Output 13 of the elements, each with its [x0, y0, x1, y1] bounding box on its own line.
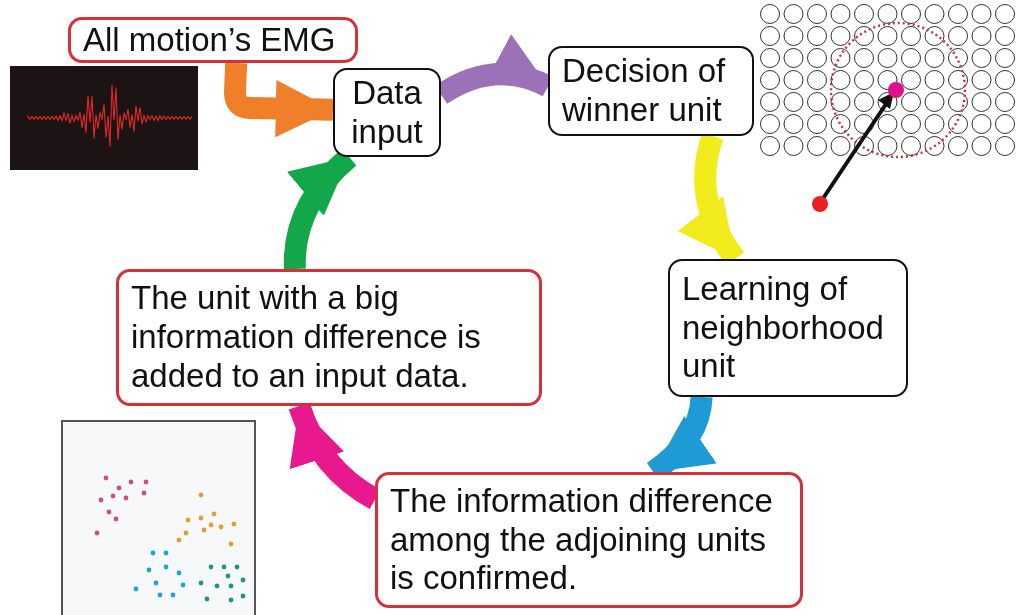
step-text: The information difference among the adjoining units is confirmed.	[390, 481, 774, 599]
step-text: Data input	[350, 73, 424, 152]
step-box	[68, 17, 358, 63]
step-box	[333, 68, 441, 157]
block-arrow	[224, 62, 334, 138]
step-box	[116, 269, 542, 406]
step-box	[548, 46, 754, 136]
step-text: Decision of winner unit	[562, 52, 727, 130]
step-text: All motion’s EMG	[83, 20, 337, 60]
step-box	[668, 259, 908, 397]
step-text: The unit with a big information difference is added to an input data.	[131, 279, 482, 396]
step-text: Learning of neighborhood unit	[682, 269, 885, 387]
step-box	[375, 472, 803, 608]
